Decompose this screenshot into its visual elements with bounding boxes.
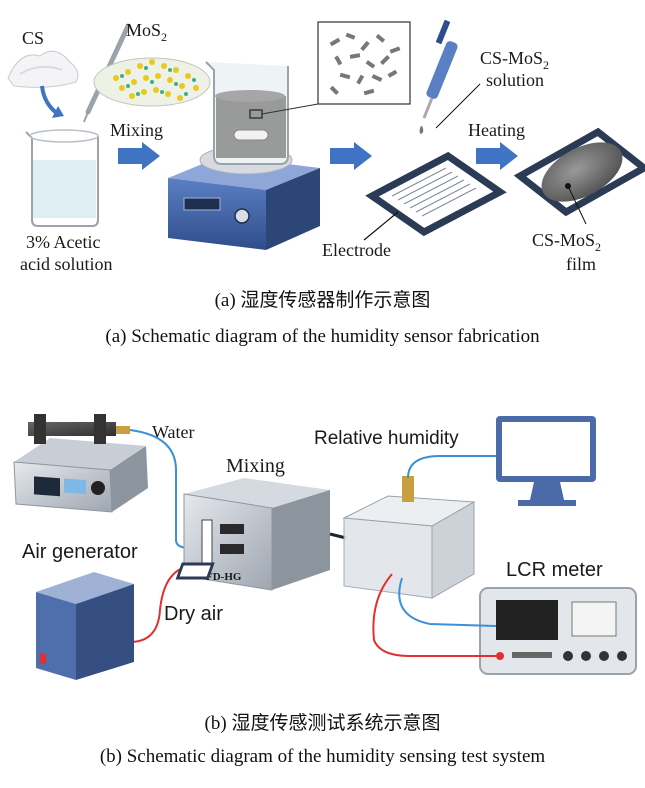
label-acetic-line2: acid solution — [20, 254, 113, 274]
humidity-probe — [402, 476, 414, 502]
droplet — [419, 126, 424, 134]
label-dry-air: Dry air — [164, 603, 223, 625]
label-cs-mos2-film: CS-MoS2 — [532, 230, 601, 254]
computer-monitor — [496, 416, 596, 506]
arrow-mixing — [118, 142, 160, 170]
curved-arrow — [40, 85, 60, 116]
water-tube — [129, 429, 191, 549]
stirrer-beaker — [205, 61, 289, 165]
label-mixing-a: Mixing — [110, 120, 163, 140]
cs-mos2-film — [541, 142, 623, 202]
caption-b-cn: (b) 湿度传感测试系统示意图 — [204, 713, 441, 734]
chamber-electrode — [175, 562, 215, 580]
electrode-with-film — [513, 127, 645, 225]
caption-a-cn: (a) 湿度传感器制作示意图 — [214, 290, 431, 311]
lcr-blue-cable — [398, 577, 497, 627]
label-cs: CS — [22, 28, 44, 48]
label-mos2: MoS2 — [126, 20, 167, 44]
label-air-generator: Air generator — [22, 541, 138, 563]
stir-bar — [233, 129, 269, 141]
mixing-device: FD-HG — [183, 478, 330, 591]
device-label: FD-HG — [206, 571, 242, 583]
label-water: Water — [152, 422, 195, 442]
arrow-heating — [476, 142, 518, 170]
sensor-cable — [407, 455, 496, 479]
electrode — [363, 151, 507, 241]
lcr-red-cable — [372, 573, 500, 657]
label-cs-mos2-solution: CS-MoS2 — [480, 48, 549, 72]
magnified-particles — [261, 21, 411, 115]
pipettor — [419, 19, 481, 134]
dry-air-tube — [129, 565, 191, 643]
label-mixing-b: Mixing — [226, 455, 285, 477]
label-lcr-meter: LCR meter — [506, 559, 603, 581]
curved-arrowhead — [52, 106, 64, 118]
mos2-lattice — [93, 57, 211, 107]
caption-b-en: (b) Schematic diagram of the humidity se… — [99, 746, 546, 767]
label-film-line2: film — [566, 254, 596, 274]
stirrer-display — [183, 197, 221, 211]
label-relative-humidity: Relative humidity — [314, 428, 459, 449]
cs-powder-pile — [7, 50, 79, 88]
label-heating: Heating — [468, 120, 525, 140]
beaker-acetic-acid — [25, 129, 99, 227]
air-generator — [36, 572, 134, 680]
panel-b: Water FD-HG Mixing Air generator Dry air — [13, 414, 637, 680]
stirrer-knob — [234, 208, 250, 224]
lcr-meter — [479, 587, 637, 675]
label-electrode: Electrode — [322, 240, 391, 260]
test-chamber — [175, 476, 476, 599]
syringe-pump — [13, 414, 148, 513]
label-solution-line2: solution — [486, 70, 544, 90]
caption-a-en: (a) Schematic diagram of the humidity se… — [105, 326, 540, 347]
panel-a: CS MoS2 Mixing — [7, 19, 645, 274]
beaker-liquid — [32, 160, 96, 218]
mixer-link — [329, 532, 347, 540]
label-acetic-line1: 3% Acetic — [26, 232, 100, 252]
arrow-to-electrode — [330, 142, 372, 170]
